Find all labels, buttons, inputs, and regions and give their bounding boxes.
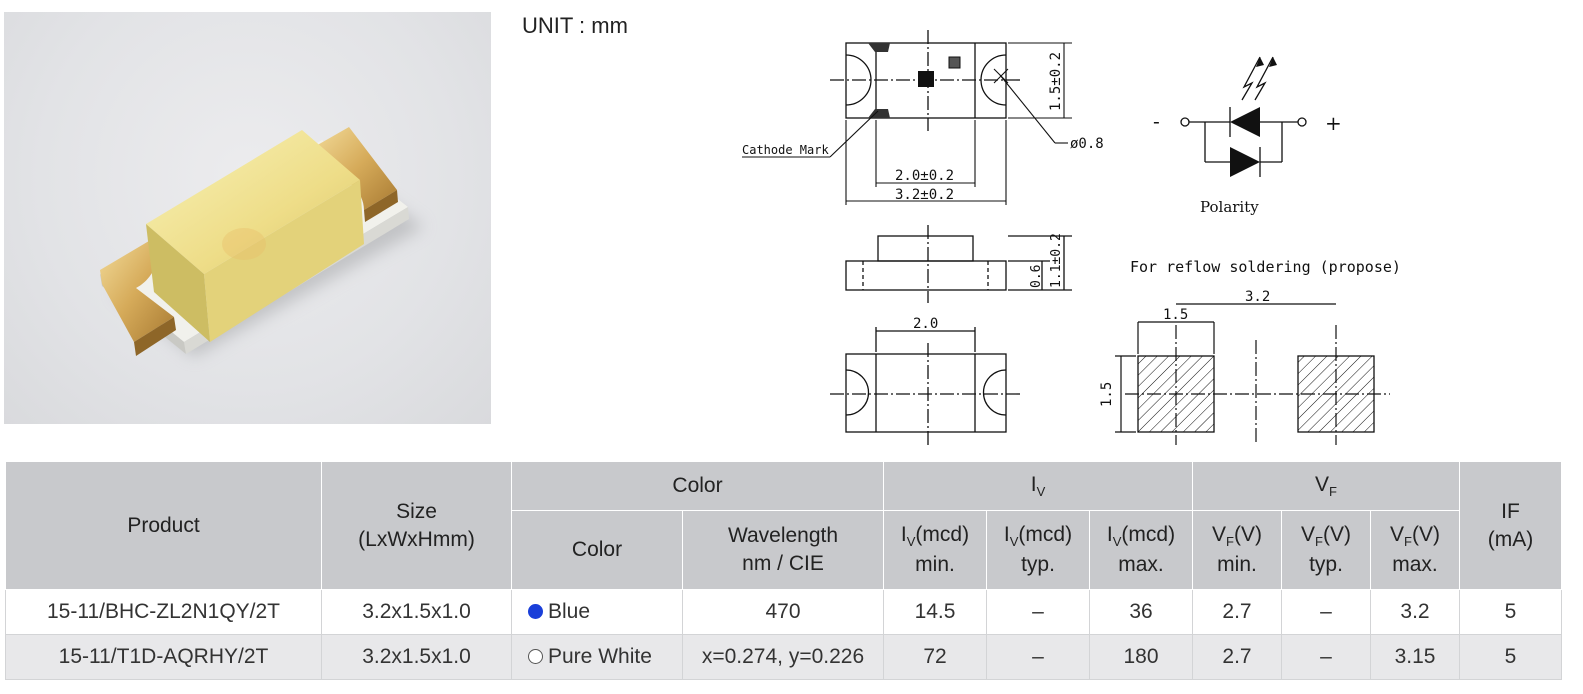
cell-product: 15-11/T1D-AQRHY/2T (5, 634, 322, 680)
spec-table: Product Size(LxWxHmm) Color IV VF IF(mA)… (5, 461, 1562, 680)
inner-length-dim-label: 2.0±0.2 (895, 168, 954, 184)
reflow-title: For reflow soldering (propose) (1130, 258, 1401, 276)
header-iv-group: IV (883, 461, 1193, 511)
cell-size: 3.2x1.5x1.0 (321, 589, 512, 635)
cell-product: 15-11/BHC-ZL2N1QY/2T (5, 589, 322, 635)
cell-iv-max: 36 (1089, 589, 1193, 635)
cell-vf-min: 2.7 (1192, 634, 1282, 680)
polarity-label: Polarity (1200, 198, 1259, 216)
polarity-plus: + (1325, 111, 1342, 135)
cell-if: 5 (1459, 634, 1562, 680)
cell-iv-typ: – (986, 589, 1090, 635)
cell-size: 3.2x1.5x1.0 (321, 634, 512, 680)
header-if: IF(mA) (1459, 461, 1562, 590)
header-iv-min: IV(mcd)min. (883, 510, 987, 590)
bottom-length-dim-label: 2.0 (913, 316, 938, 332)
cell-vf-max: 3.2 (1370, 589, 1460, 635)
header-size: Size(LxWxHmm) (321, 461, 512, 590)
dimension-drawing: Cathode Mark ø0.8 1.5±0.2 2.0±0.2 3.2±0.… (742, 30, 1401, 445)
side-b-dim-label: 1.1±0.2 (1049, 233, 1064, 288)
header-vf-max: VF(V)max. (1370, 510, 1460, 590)
cell-iv-min: 72 (883, 634, 987, 680)
cell-color: Blue (511, 589, 683, 635)
side-a-dim-label: 0.6 (1029, 265, 1044, 288)
length-dim-label: 3.2±0.2 (895, 187, 954, 203)
cell-vf-typ: – (1281, 589, 1371, 635)
color-dot-icon (528, 604, 543, 619)
cell-vf-typ: – (1281, 634, 1371, 680)
cell-iv-max: 180 (1089, 634, 1193, 680)
color-dot-icon (528, 649, 543, 664)
table-row: 15-11/BHC-ZL2N1QY/2T 3.2x1.5x1.0 Blue 47… (5, 589, 1562, 635)
hole-dim-label: ø0.8 (1070, 136, 1104, 152)
smd-led-image (100, 127, 424, 357)
cell-vf-min: 2.7 (1192, 589, 1282, 635)
header-vf-min: VF(V)min. (1192, 510, 1282, 590)
cell-wavelength: x=0.274, y=0.226 (682, 634, 884, 680)
header-iv-max: IV(mcd)max. (1089, 510, 1193, 590)
header-color-group: Color (511, 461, 884, 511)
unit-label: UNIT : mm (522, 13, 628, 38)
height-dim-label: 1.5±0.2 (1048, 52, 1064, 111)
table-row: 15-11/T1D-AQRHY/2T 3.2x1.5x1.0 Pure Whit… (5, 634, 1562, 680)
cell-vf-max: 3.15 (1370, 634, 1460, 680)
header-color: Color (511, 510, 683, 590)
product-photo (4, 12, 491, 424)
cell-wavelength: 470 (682, 589, 884, 635)
cathode-mark-label: Cathode Mark (742, 143, 829, 157)
header-vf-typ: VF(V)typ. (1281, 510, 1371, 590)
pad-height-dim-label: 1.5 (1099, 382, 1115, 407)
header-vf-group: VF (1192, 461, 1460, 511)
cell-iv-typ: – (986, 634, 1090, 680)
pad-width-dim-label: 1.5 (1163, 307, 1188, 323)
cell-if: 5 (1459, 589, 1562, 635)
polarity-minus: - (1153, 109, 1160, 133)
header-iv-typ: IV(mcd)typ. (986, 510, 1090, 590)
cell-iv-min: 14.5 (883, 589, 987, 635)
pad-pitch-dim-label: 3.2 (1245, 289, 1270, 305)
cell-color: Pure White (511, 634, 683, 680)
header-product: Product (5, 461, 322, 590)
